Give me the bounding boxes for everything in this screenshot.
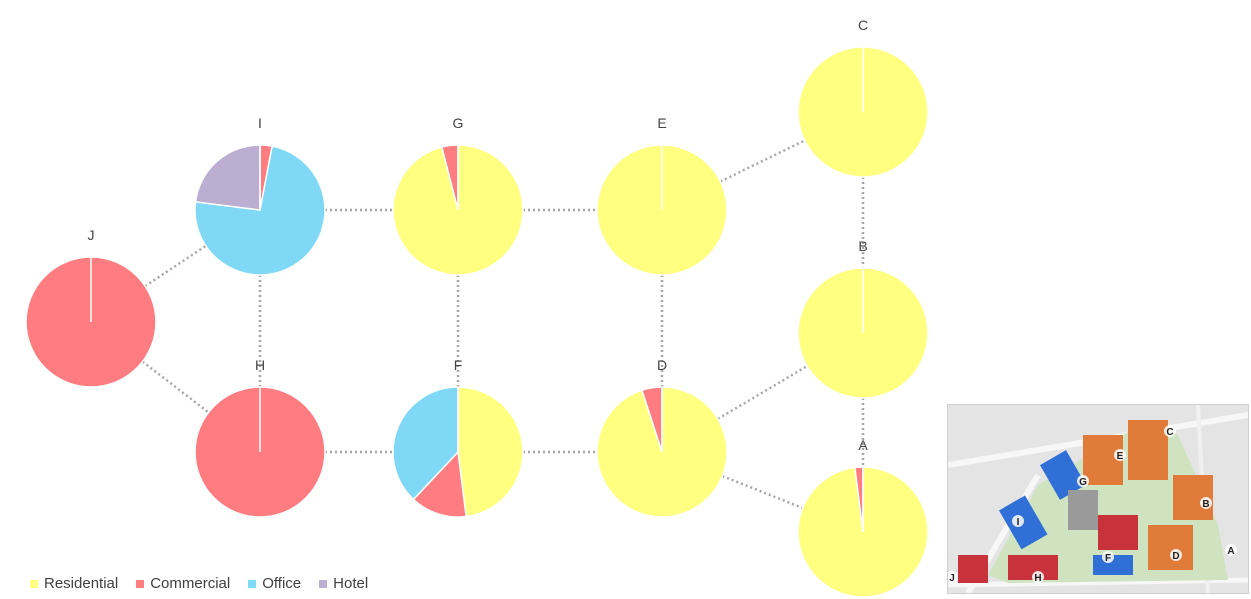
map-block-residential xyxy=(1128,420,1168,480)
map-block-labels: A B C D E F G H I J xyxy=(948,425,1237,584)
pie-E xyxy=(596,144,728,276)
map-label-F: F xyxy=(1105,553,1111,564)
legend-label: Hotel xyxy=(333,575,369,592)
map-label-bg xyxy=(948,571,958,583)
map-label-G: G xyxy=(1079,477,1087,488)
legend-label: Residential xyxy=(44,575,119,592)
pie-H xyxy=(194,386,326,518)
map-label-A: A xyxy=(1227,546,1234,557)
pie-labels: J I H G F E D C B A xyxy=(88,17,869,453)
pie-label-B: B xyxy=(858,238,867,254)
pie-D xyxy=(596,386,728,518)
map-label-I: I xyxy=(1017,517,1020,528)
legend-label: Office xyxy=(262,575,302,592)
legend-item-office: Office xyxy=(248,575,301,592)
pie-label-J: J xyxy=(88,227,95,243)
pie-C xyxy=(797,46,929,178)
pie-label-H: H xyxy=(255,357,265,373)
map-label-bg xyxy=(1170,549,1182,561)
map-block-commercial xyxy=(1098,515,1138,550)
pie-label-D: D xyxy=(657,357,667,373)
map-label-J: J xyxy=(949,573,955,584)
legend-item-hotel: Hotel xyxy=(319,575,368,592)
map-block-mixed xyxy=(1068,490,1098,530)
pie-F xyxy=(392,386,524,518)
map-label-bg xyxy=(1077,475,1089,487)
pie-slice-I-hotel xyxy=(194,144,261,211)
pie-group xyxy=(25,46,929,598)
map-label-bg xyxy=(1032,571,1044,583)
legend-swatch xyxy=(248,579,257,588)
legend-label: Commercial xyxy=(150,575,231,592)
pie-slice-F-commercial xyxy=(412,450,467,518)
pie-slice-F-office xyxy=(392,386,459,501)
legend-swatch xyxy=(319,579,328,588)
pie-slice-D-residential xyxy=(596,386,728,518)
pie-label-A: A xyxy=(858,437,868,453)
pie-label-E: E xyxy=(657,115,666,131)
map-block-residential xyxy=(1148,525,1193,570)
map-label-H: H xyxy=(1034,573,1041,584)
connector-J-I xyxy=(90,208,261,324)
map-label-B: B xyxy=(1202,499,1209,510)
legend-swatch xyxy=(30,579,38,588)
map-label-E: E xyxy=(1117,451,1124,462)
map-label-bg xyxy=(1225,544,1237,556)
map-label-bg xyxy=(1164,425,1176,437)
map-label-C: C xyxy=(1166,427,1173,438)
pie-label-G: G xyxy=(453,115,464,131)
legend-swatch xyxy=(136,579,145,588)
map-street xyxy=(948,412,1248,468)
legend-item-residential: Residential xyxy=(30,575,118,592)
map-label-D: D xyxy=(1172,551,1179,562)
map-label-bg xyxy=(1012,515,1024,527)
map-block-residential xyxy=(1083,435,1123,485)
pie-I xyxy=(194,144,326,276)
pie-A xyxy=(797,466,929,598)
pie-J xyxy=(25,256,157,388)
map-street xyxy=(948,577,1248,588)
map-label-bg xyxy=(1200,497,1212,509)
map-label-bg xyxy=(1102,551,1114,563)
pie-label-C: C xyxy=(858,17,868,33)
site-map-image: A B C D E F G H I J xyxy=(947,404,1249,594)
map-block-office xyxy=(1040,450,1086,500)
pie-label-I: I xyxy=(258,115,262,131)
pie-slice-F-residential xyxy=(457,386,524,518)
pie-B xyxy=(797,267,929,399)
pie-G xyxy=(392,144,524,276)
map-block-commercial xyxy=(958,555,988,583)
pie-label-F: F xyxy=(454,357,463,373)
map-label-bg xyxy=(1114,449,1126,461)
connector-D-B xyxy=(661,331,864,454)
legend: Residential Commercial Office Hotel xyxy=(30,575,368,592)
legend-item-commercial: Commercial xyxy=(136,575,230,592)
